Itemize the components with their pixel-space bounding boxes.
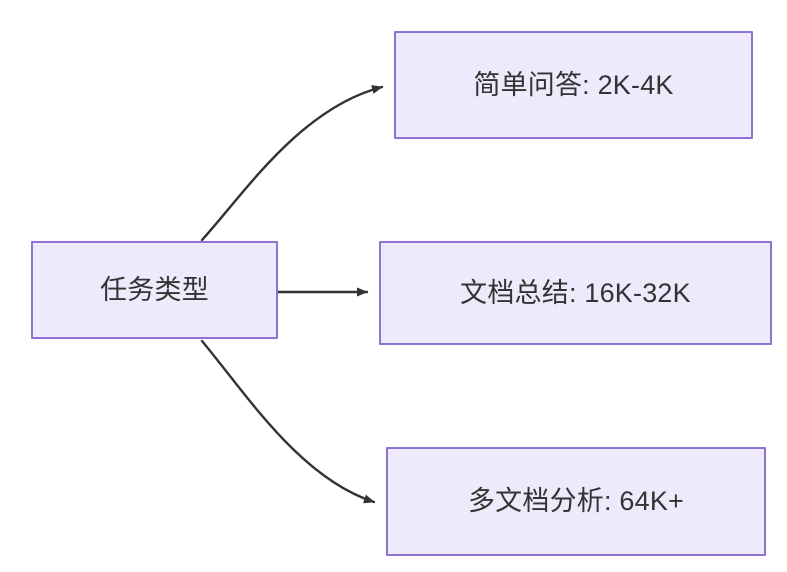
node-document-summary[interactable]: 文档总结: 16K-32K (379, 241, 772, 345)
node-task-type[interactable]: 任务类型 (31, 241, 278, 339)
node-document-summary-label: 文档总结: 16K-32K (460, 277, 691, 308)
edge-root-to-simple-qa (200, 85, 384, 242)
node-simple-qa[interactable]: 简单问答: 2K-4K (394, 31, 753, 139)
node-task-type-label: 任务类型 (100, 274, 209, 305)
node-multi-document-analysis-label: 多文档分析: 64K+ (467, 486, 684, 517)
node-multi-document-analysis[interactable]: 多文档分析: 64K+ (386, 447, 766, 556)
node-simple-qa-label: 简单问答: 2K-4K (473, 69, 674, 100)
edge-root-to-multi-doc (200, 339, 376, 504)
